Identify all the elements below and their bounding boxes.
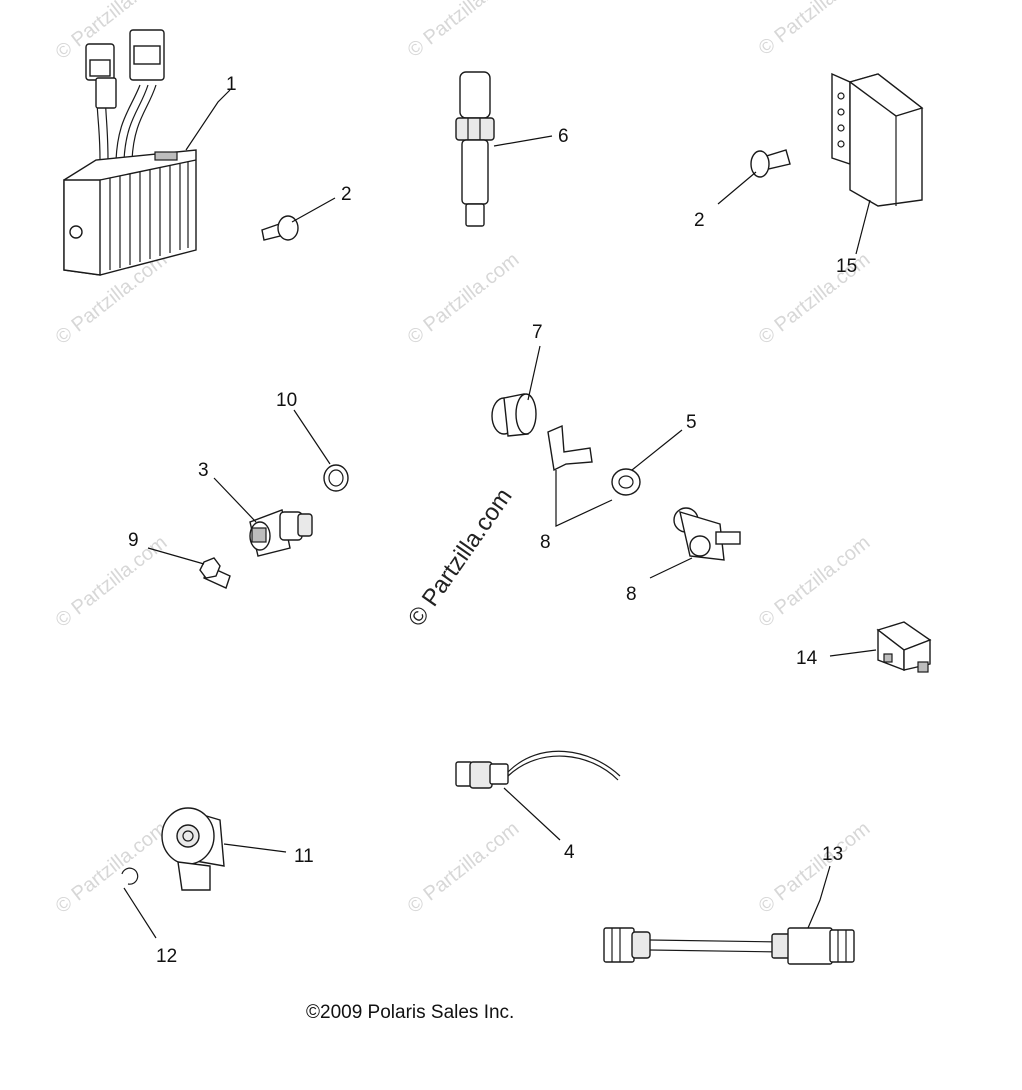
part-switch-8[interactable] [673, 507, 741, 561]
leader-10 [293, 409, 331, 465]
callout-14: 14 [796, 648, 818, 669]
leader-13 [807, 865, 831, 929]
leader-8-center [555, 470, 613, 527]
callout-7: 7 [532, 322, 543, 343]
leader-9 [147, 547, 205, 565]
callout-5: 5 [686, 412, 697, 433]
callout-8-right: 8 [626, 584, 637, 605]
part-nut-5[interactable] [611, 468, 641, 496]
callout-9: 9 [128, 530, 139, 551]
part-o-ring-10[interactable] [323, 464, 349, 492]
callout-4: 4 [564, 842, 575, 863]
part-clip-12[interactable] [121, 867, 139, 885]
part-cap-7[interactable] [491, 393, 537, 437]
callout-1: 1 [226, 74, 237, 95]
callout-15: 15 [836, 256, 857, 277]
leader-12 [123, 887, 157, 939]
leader-2-left [291, 197, 336, 223]
part-knock-sensor-11[interactable] [161, 807, 225, 891]
leader-3 [213, 477, 257, 523]
watermark: © Partzilla.com [404, 818, 524, 918]
watermark: © Partzilla.com [52, 532, 172, 632]
leader-1 [185, 89, 231, 151]
leader-8-right [649, 557, 693, 579]
leader-11 [223, 843, 287, 853]
leader-2-right [717, 171, 757, 205]
part-temp-sensor-4[interactable] [455, 750, 621, 789]
watermark: © Partzilla.com [755, 0, 875, 60]
watermark: © Partzilla.com [404, 249, 524, 349]
part-bracket-8[interactable] [547, 424, 593, 472]
callout-13: 13 [822, 844, 843, 865]
leader-6 [493, 135, 553, 147]
callout-2-right: 2 [694, 210, 705, 231]
watermark: © Partzilla.com [52, 818, 172, 918]
callout-10: 10 [276, 390, 297, 411]
callout-3: 3 [198, 460, 209, 481]
leader-15 [855, 199, 871, 255]
part-module-15[interactable] [831, 72, 924, 207]
callout-12: 12 [156, 946, 177, 967]
leader-5 [631, 429, 683, 471]
leader-7 [527, 345, 541, 401]
part-rocker-switch-14[interactable] [876, 621, 932, 673]
part-bolt-9[interactable] [199, 557, 231, 589]
part-sensor-6[interactable] [455, 71, 495, 227]
copyright-notice: ©2009 Polaris Sales Inc. [306, 1002, 514, 1023]
part-harness-13[interactable] [603, 927, 855, 965]
part-voltage-regulator[interactable] [63, 29, 197, 276]
callout-2-left: 2 [341, 184, 352, 205]
callout-8-center: 8 [540, 532, 551, 553]
part-screw-left[interactable] [261, 215, 299, 241]
watermark: © Partzilla.com [404, 0, 524, 62]
leader-14 [829, 649, 877, 657]
watermark: © Partzilla.com [755, 532, 875, 632]
callout-6: 6 [558, 126, 569, 147]
callout-11: 11 [294, 846, 314, 867]
watermark-center: © Partzilla.com [403, 483, 518, 631]
part-speed-sensor-3[interactable] [249, 509, 313, 557]
part-screw-right[interactable] [750, 149, 791, 178]
leader-4 [503, 787, 561, 841]
watermark: © Partzilla.com [755, 818, 875, 918]
